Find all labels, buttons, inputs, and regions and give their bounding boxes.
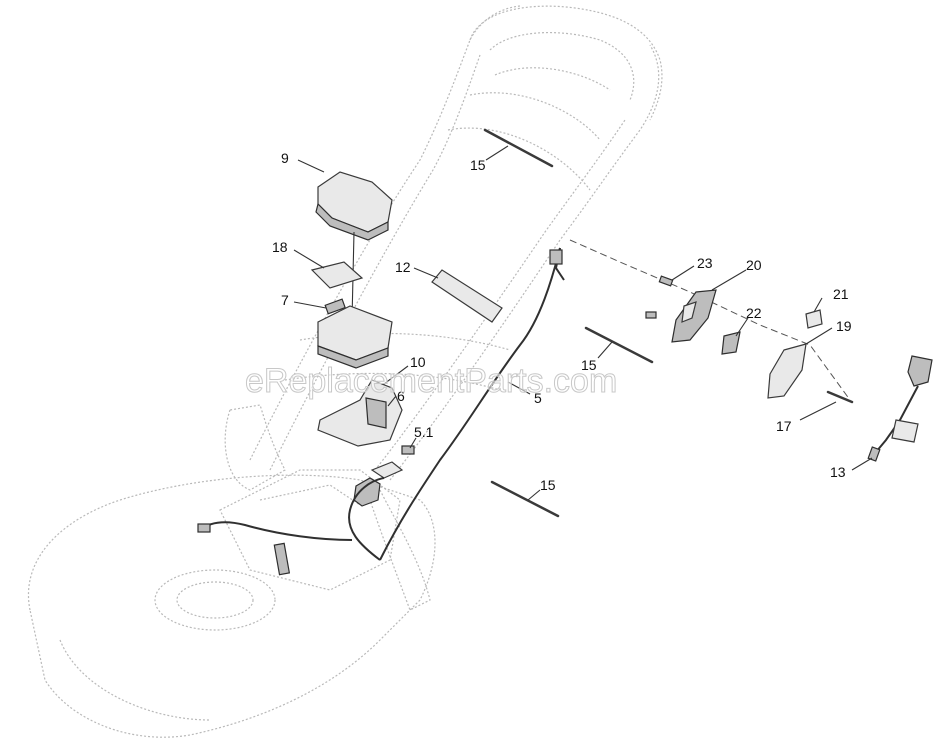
- callout-10: 10: [410, 354, 426, 370]
- part-15-rod-middle: [584, 326, 654, 364]
- callout-21: 21: [833, 286, 849, 302]
- callout-9: 9: [281, 150, 289, 166]
- part-5-cable: [197, 247, 565, 576]
- callout-6: 6: [397, 388, 405, 404]
- callout-51: 5.1: [414, 424, 434, 440]
- assembly-axis: [569, 239, 851, 401]
- part-21-nut: [805, 309, 823, 329]
- callout-19: 19: [836, 318, 852, 334]
- mower-outline: [28, 5, 663, 738]
- part-15-rod-top: [483, 128, 554, 168]
- callout-13: 13: [830, 464, 846, 480]
- part-51-screw: [401, 445, 415, 455]
- callout-20: 20: [746, 257, 762, 273]
- callout-12: 12: [395, 259, 411, 275]
- part-9-cover: [315, 171, 393, 321]
- callout-18: 18: [272, 239, 288, 255]
- watermark-text: eReplacementParts.com: [245, 362, 617, 400]
- callout-22: 22: [746, 305, 762, 321]
- part-20-lever: [645, 289, 717, 343]
- part-22-clip: [721, 331, 741, 355]
- part-17-pin: [826, 390, 854, 404]
- callout-15-bottom: 15: [540, 477, 556, 493]
- callout-23: 23: [697, 255, 713, 271]
- switch-module: [353, 461, 404, 507]
- part-10-6-bracket: [317, 379, 403, 447]
- part-13-key-switch: [867, 355, 933, 462]
- callout-15-middle: 15: [581, 357, 597, 373]
- battery-housing: [317, 305, 393, 369]
- part-15-rod-bottom: [490, 480, 560, 518]
- leader-lines: [293, 145, 873, 501]
- callout-17: 17: [776, 418, 792, 434]
- part-12-strip: [431, 269, 503, 323]
- part-18-label: [310, 261, 364, 289]
- part-7-screw: [324, 298, 346, 315]
- part-19-cover: [767, 343, 807, 399]
- callout-5: 5: [534, 390, 542, 406]
- callout-15-top: 15: [470, 157, 486, 173]
- callout-7: 7: [281, 292, 289, 308]
- callout-labels: 15 9 18 12 7 23 20 21 22 19 15 10 6 5 17…: [272, 150, 852, 493]
- part-23-screw: [658, 275, 674, 287]
